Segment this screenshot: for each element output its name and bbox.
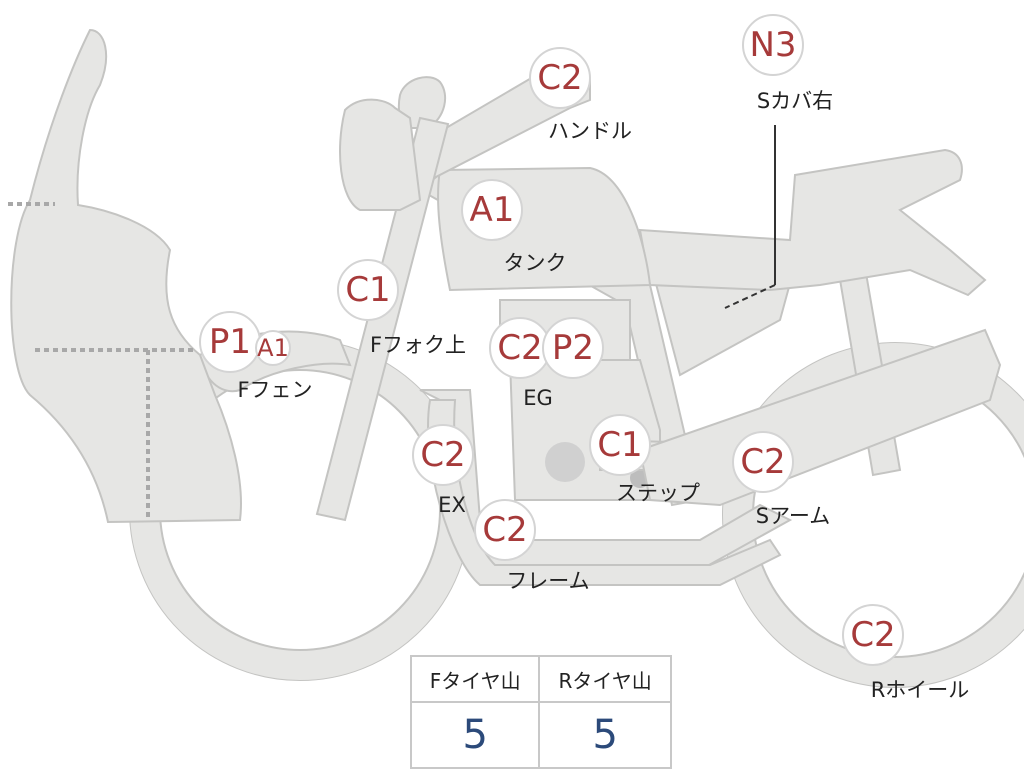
svg-text:C2: C2	[482, 510, 527, 550]
grade-badge-tank[interactable]: A1	[461, 179, 523, 241]
front-fork	[315, 116, 450, 522]
fork-top-cover	[339, 98, 422, 211]
svg-text:P2: P2	[552, 328, 594, 368]
grade-badge-eg-1[interactable]: C2	[489, 317, 551, 379]
svg-text:C1: C1	[345, 270, 390, 310]
label-eg: EG	[523, 386, 553, 410]
label-tank: タンク	[504, 251, 567, 275]
seat	[638, 148, 987, 297]
svg-text:C1: C1	[597, 425, 642, 465]
label-ex: EX	[438, 493, 466, 517]
grade-badge-frame[interactable]: C2	[474, 499, 536, 561]
grade-badge-rwheel[interactable]: C2	[842, 604, 904, 666]
svg-text:C2: C2	[740, 442, 785, 482]
svg-text:C2: C2	[850, 615, 895, 655]
svg-text:A1: A1	[257, 334, 289, 362]
fairing	[10, 28, 242, 524]
tire-tread-table: Fタイヤ山 Rタイヤ山 5 5	[409, 655, 672, 769]
label-handle: ハンドル	[548, 119, 632, 143]
grade-badge-ffork-upper[interactable]: C1	[337, 259, 399, 321]
rear-tire-value: 5	[538, 701, 672, 769]
label-rwheel: Rホイール	[871, 678, 970, 702]
svg-text:N3: N3	[749, 25, 796, 65]
label-ffork-upper: Fフォク上	[370, 333, 466, 357]
swing-arm	[638, 328, 1002, 507]
label-step: ステップ	[616, 481, 700, 505]
svg-text:P1: P1	[209, 322, 251, 362]
grade-badge-step[interactable]: C1	[589, 414, 651, 476]
svg-text:C2: C2	[497, 328, 542, 368]
grade-badge-eg-2[interactable]: P2	[542, 317, 604, 379]
label-sarm: Sアーム	[756, 504, 830, 528]
grade-badge-ffender[interactable]: P1	[199, 311, 261, 373]
label-ffender: Fフェン	[237, 378, 312, 402]
front-tire-value: 5	[409, 701, 541, 769]
svg-text:A1: A1	[470, 190, 515, 230]
grade-badge-sarm[interactable]: C2	[732, 431, 794, 493]
label-scover-right: Sカバ右	[757, 89, 833, 113]
grade-badge-ffender-sub[interactable]: A1	[255, 330, 291, 366]
grade-badge-scover-right[interactable]: N3	[742, 14, 804, 76]
front-tire-header: Fタイヤ山	[409, 655, 541, 703]
grade-badge-ex[interactable]: C2	[412, 424, 474, 486]
rear-tire-header: Rタイヤ山	[538, 655, 672, 703]
scover-leader-dash	[724, 284, 776, 309]
grade-badge-handle[interactable]: C2	[529, 47, 591, 109]
svg-text:C2: C2	[420, 435, 465, 475]
label-frame: フレーム	[506, 569, 589, 593]
svg-text:C2: C2	[537, 58, 582, 98]
